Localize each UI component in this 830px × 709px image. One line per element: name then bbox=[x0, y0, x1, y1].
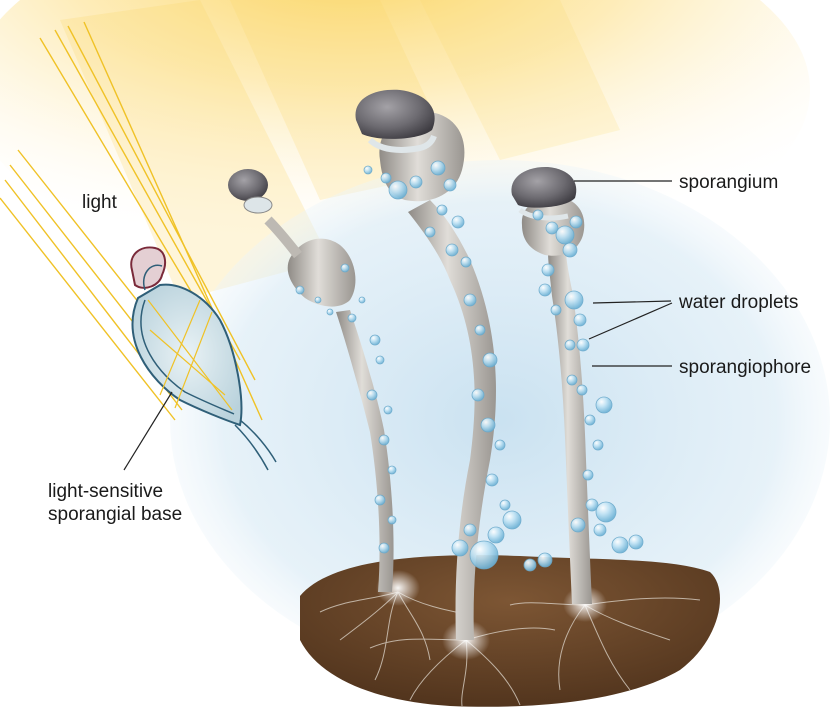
water-droplet-icon bbox=[565, 340, 575, 350]
water-droplet-icon bbox=[593, 440, 603, 450]
water-droplet-icon bbox=[472, 389, 484, 401]
water-droplet-icon bbox=[539, 284, 551, 296]
water-droplet-icon bbox=[565, 291, 583, 309]
water-droplet-icon bbox=[410, 176, 422, 188]
water-droplet-icon bbox=[574, 314, 586, 326]
water-droplet-icon bbox=[570, 216, 582, 228]
water-droplet-icon bbox=[533, 210, 543, 220]
water-droplet-icon bbox=[470, 541, 498, 569]
water-droplet-icon bbox=[577, 339, 589, 351]
water-droplet-icon bbox=[381, 173, 391, 183]
label-base-line1: light-sensitive bbox=[48, 480, 182, 503]
water-droplet-icon bbox=[567, 375, 577, 385]
water-droplet-icon bbox=[388, 466, 396, 474]
water-droplet-icon bbox=[425, 227, 435, 237]
water-droplet-icon bbox=[475, 325, 485, 335]
water-droplet-icon bbox=[376, 356, 384, 364]
label-sporangiophore: sporangiophore bbox=[679, 356, 811, 379]
water-droplet-icon bbox=[596, 502, 616, 522]
water-droplet-icon bbox=[452, 216, 464, 228]
water-droplet-icon bbox=[375, 495, 385, 505]
water-droplet-icon bbox=[486, 474, 498, 486]
water-droplet-icon bbox=[315, 297, 321, 303]
water-droplet-icon bbox=[571, 518, 585, 532]
water-droplet-icon bbox=[437, 205, 447, 215]
label-light: light bbox=[82, 191, 117, 214]
water-droplet-icon bbox=[542, 264, 554, 276]
water-droplet-icon bbox=[629, 535, 643, 549]
water-droplet-icon bbox=[359, 297, 365, 303]
water-droplet-icon bbox=[444, 179, 456, 191]
water-droplet-icon bbox=[612, 537, 628, 553]
water-droplet-icon bbox=[389, 181, 407, 199]
water-droplet-icon bbox=[464, 294, 476, 306]
water-droplet-icon bbox=[556, 226, 574, 244]
label-base-line2: sporangial base bbox=[48, 503, 182, 526]
water-droplet-icon bbox=[388, 516, 396, 524]
water-droplet-icon bbox=[348, 314, 356, 322]
water-droplet-icon bbox=[370, 335, 380, 345]
water-droplet-icon bbox=[367, 390, 377, 400]
water-droplet-icon bbox=[384, 406, 392, 414]
water-droplet-icon bbox=[577, 385, 587, 395]
water-droplet-icon bbox=[538, 553, 552, 567]
water-droplet-icon bbox=[296, 286, 304, 294]
water-droplet-icon bbox=[596, 397, 612, 413]
label-light-sensitive-sporangial-base: light-sensitive sporangial base bbox=[48, 480, 182, 526]
water-droplet-icon bbox=[341, 264, 349, 272]
water-droplet-icon bbox=[483, 353, 497, 367]
water-droplet-icon bbox=[481, 418, 495, 432]
water-droplet-icon bbox=[495, 440, 505, 450]
water-droplet-icon bbox=[461, 257, 471, 267]
water-droplet-icon bbox=[500, 500, 510, 510]
water-droplet-icon bbox=[503, 511, 521, 529]
water-droplet-icon bbox=[551, 305, 561, 315]
water-droplet-icon bbox=[524, 559, 536, 571]
water-droplet-icon bbox=[452, 540, 468, 556]
water-droplet-icon bbox=[431, 161, 445, 175]
water-droplet-icon bbox=[563, 243, 577, 257]
water-droplet-icon bbox=[464, 524, 476, 536]
soil-mound bbox=[300, 555, 720, 707]
water-droplet-icon bbox=[379, 435, 389, 445]
leader-light-base bbox=[124, 392, 172, 470]
water-droplet-icon bbox=[583, 470, 593, 480]
water-droplet-icon bbox=[594, 524, 606, 536]
water-droplet-icon bbox=[446, 244, 458, 256]
label-sporangium: sporangium bbox=[679, 171, 778, 194]
water-droplet-icon bbox=[379, 543, 389, 553]
water-droplet-icon bbox=[327, 309, 333, 315]
water-droplet-icon bbox=[585, 415, 595, 425]
water-droplet-icon bbox=[488, 527, 504, 543]
water-droplet-icon bbox=[364, 166, 372, 174]
label-water-droplets: water droplets bbox=[679, 291, 798, 314]
